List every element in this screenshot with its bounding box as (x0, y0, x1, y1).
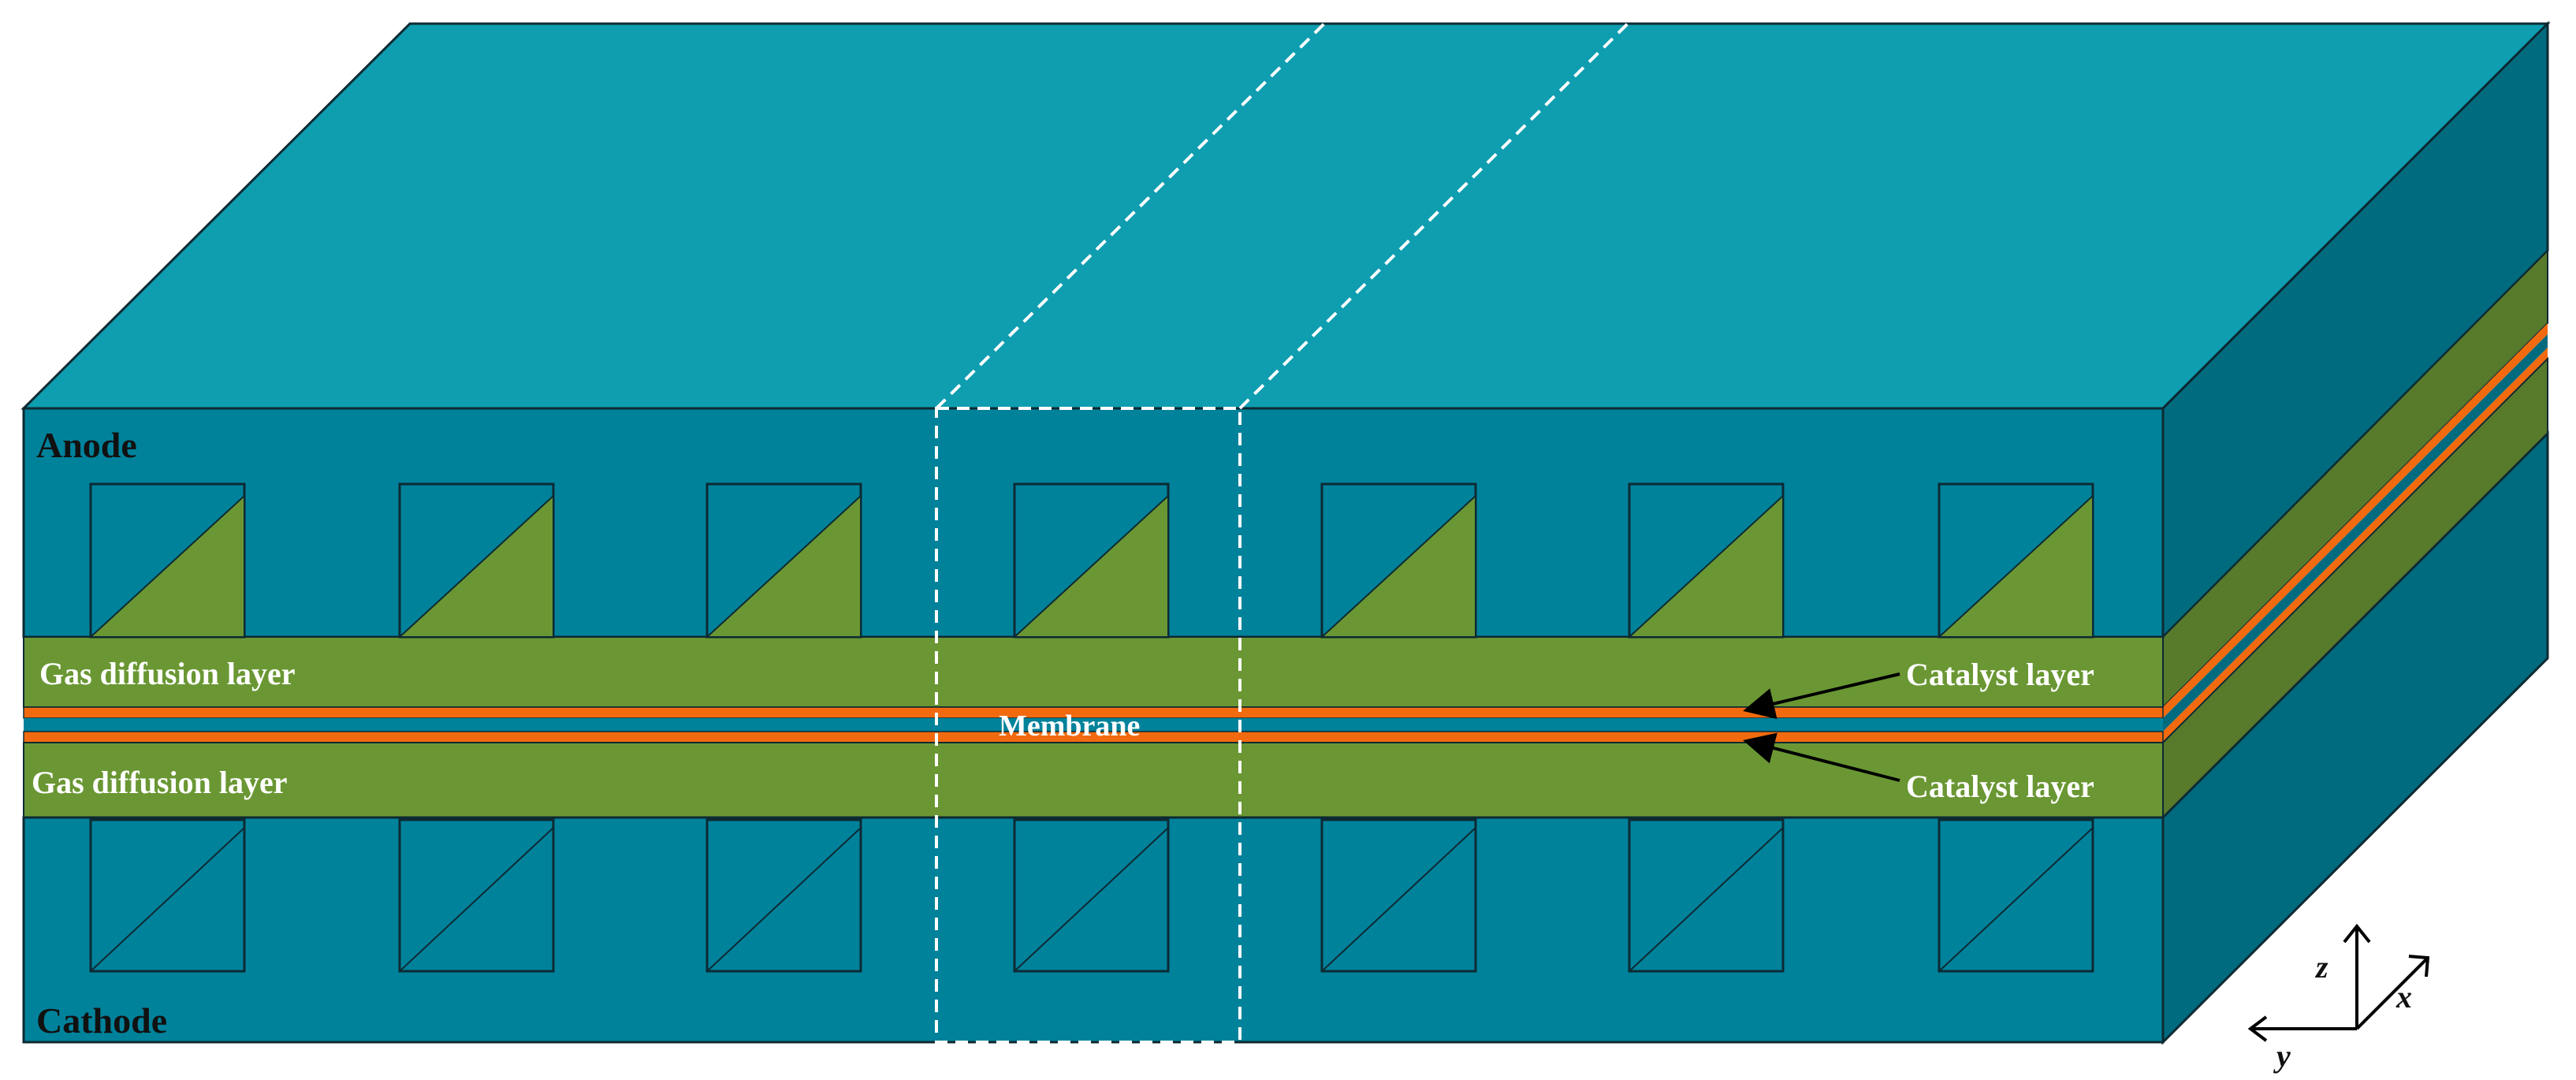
cathode-channel (705, 818, 862, 973)
coordinate-axes (2247, 923, 2430, 1042)
z-axis-label: z (2314, 949, 2328, 985)
anode-label: Anode (36, 425, 137, 465)
anode-rib-wedge (1320, 493, 1476, 638)
gdl-top (23, 636, 2164, 708)
z-axis-arrowhead (2343, 923, 2371, 944)
y-axis-arrowhead (2247, 1015, 2268, 1042)
anode-rib-wedge (1012, 493, 1169, 638)
catalyst-side-top (2163, 323, 2548, 718)
cathode-label: Cathode (36, 1000, 167, 1041)
cathode-channels (89, 818, 2094, 973)
anode-rib-wedge (705, 493, 862, 638)
anode-rib-wedge (397, 493, 554, 638)
unit-cell-outline (935, 22, 1629, 1044)
cathode-channel (1320, 818, 1477, 973)
anode-rib-wedge (88, 493, 245, 638)
anode-rib-wedge (1627, 493, 1784, 638)
x-axis-arrowhead (2408, 955, 2430, 978)
cathode-channel (1938, 818, 2094, 973)
cathode-channel-diagonal (1938, 827, 2094, 972)
x-axis (2355, 956, 2429, 1030)
cathode-channel (398, 818, 555, 973)
cathode-channel-diagonal (399, 827, 554, 972)
membrane-label: Membrane (999, 709, 1140, 743)
anode-channels (88, 482, 2094, 639)
membrane-side-face (2163, 334, 2548, 732)
anode-rib-wedge (1937, 493, 2094, 638)
anode-channel (1627, 482, 1785, 639)
membrane (24, 718, 2163, 732)
anode-channel (397, 482, 555, 639)
catalyst-side-bottom (2163, 348, 2548, 743)
gdl-top-label: Gas diffusion layer (39, 656, 295, 691)
anode-top-face (20, 22, 2551, 410)
anode-channel (1320, 482, 1477, 639)
anode-channel (88, 482, 246, 639)
anode-channel (1012, 482, 1170, 639)
cathode-channel-diagonal (90, 827, 245, 972)
anode-channel (1937, 482, 2094, 639)
cathode-channel-diagonal (1014, 827, 1169, 972)
cathode-channel (89, 818, 246, 973)
catalyst-arrow-top (1743, 672, 1900, 720)
catalyst-bottom-label: Catalyst layer (1906, 769, 2094, 804)
cathode-channel-diagonal (1321, 827, 1476, 972)
cathode-channel-diagonal (706, 827, 862, 972)
gdl-bottom-label: Gas diffusion layer (32, 765, 287, 800)
cathode-channel (1628, 818, 1785, 973)
x-axis-label: x (2395, 979, 2412, 1015)
cathode-channel (1013, 818, 1170, 973)
gdl-bottom (23, 742, 2164, 818)
y-axis-label: y (2273, 1038, 2291, 1074)
catalyst-arrow-bottom (1743, 732, 1900, 782)
cathode-channel-diagonal (1629, 827, 1784, 972)
catalyst-top-label: Catalyst layer (1906, 657, 2094, 692)
anode-channel (705, 482, 862, 639)
